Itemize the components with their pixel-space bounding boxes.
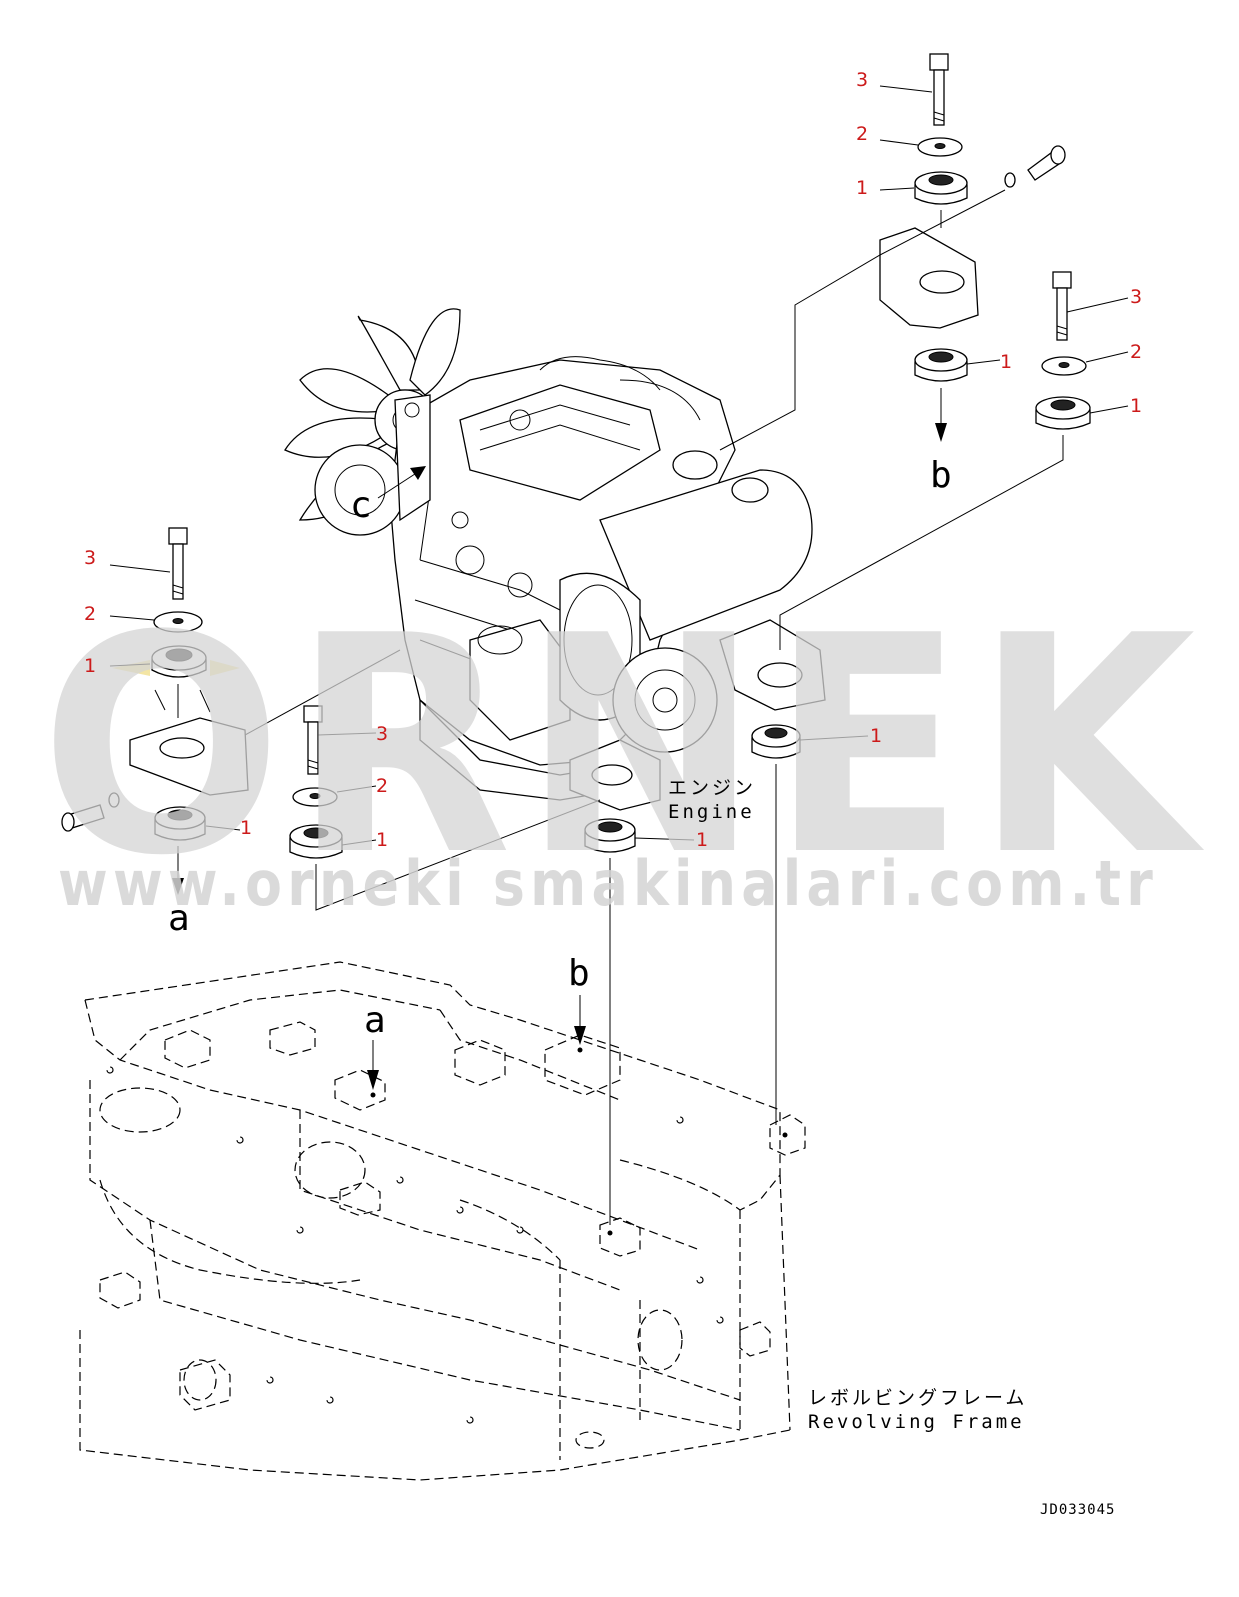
- frame-label-jp: レボルビングフレーム: [808, 1387, 1027, 1409]
- callout-washer-center: 2: [376, 775, 388, 797]
- mount-group-center: [584, 818, 695, 1225]
- engine-label-en: Engine: [668, 801, 755, 823]
- reference-letters: b c a b a: [168, 455, 952, 1090]
- callout-bolt-right: 3: [1130, 286, 1142, 308]
- callout-bolt-top: 3: [856, 69, 868, 91]
- ref-b-top: b: [930, 455, 952, 496]
- watermark: ORNEK www.orneki smakinalari.com.tr: [40, 572, 1206, 921]
- callout-rubber-left-lower: 1: [240, 817, 252, 839]
- ref-a-frame: a: [364, 1000, 386, 1041]
- callout-rubber-right: 1: [1130, 395, 1142, 417]
- mount-group-right: [779, 271, 1129, 650]
- callout-labels: 3 2 1 1 3 2 1 3 2 1 1 3 2 1 1 1: [84, 69, 1142, 851]
- ref-a-left: a: [168, 898, 190, 939]
- mount-group-top: [719, 53, 1066, 451]
- watermark-brand: ORNEK: [40, 572, 1206, 921]
- engine-assembly: [284, 308, 826, 811]
- callout-rubber-center: 1: [376, 829, 388, 851]
- callout-washer-top: 2: [856, 123, 868, 145]
- callout-rubber-rear: 1: [870, 725, 882, 747]
- frame-label-en: Revolving Frame: [808, 1411, 1025, 1433]
- callout-bolt-left: 3: [84, 547, 96, 569]
- cooling-fan: [284, 308, 461, 521]
- callout-rubber-top-lower: 1: [1000, 351, 1012, 373]
- mount-group-front-left: [61, 527, 401, 895]
- watermark-url: www.orneki smakinalari.com.tr: [58, 847, 1158, 920]
- callout-washer-left: 2: [84, 603, 96, 625]
- engine-label-jp: エンジン: [668, 777, 756, 799]
- callout-bolt-center: 3: [376, 723, 388, 745]
- captions: エンジン Engine レボルビングフレーム Revolving Frame J…: [668, 777, 1115, 1518]
- mount-group-rear-right-lower: [751, 724, 869, 1125]
- callout-washer-right: 2: [1130, 341, 1142, 363]
- revolving-frame: [79, 961, 806, 1481]
- drawing-code: JD033045: [1040, 1502, 1115, 1518]
- mount-group-center-left: [289, 705, 601, 911]
- ref-c: c: [350, 485, 372, 526]
- callout-rubber-top: 1: [856, 177, 868, 199]
- callout-rubber-left: 1: [84, 655, 96, 677]
- callout-rubber-bottom: 1: [696, 829, 708, 851]
- ref-b-frame: b: [568, 953, 590, 994]
